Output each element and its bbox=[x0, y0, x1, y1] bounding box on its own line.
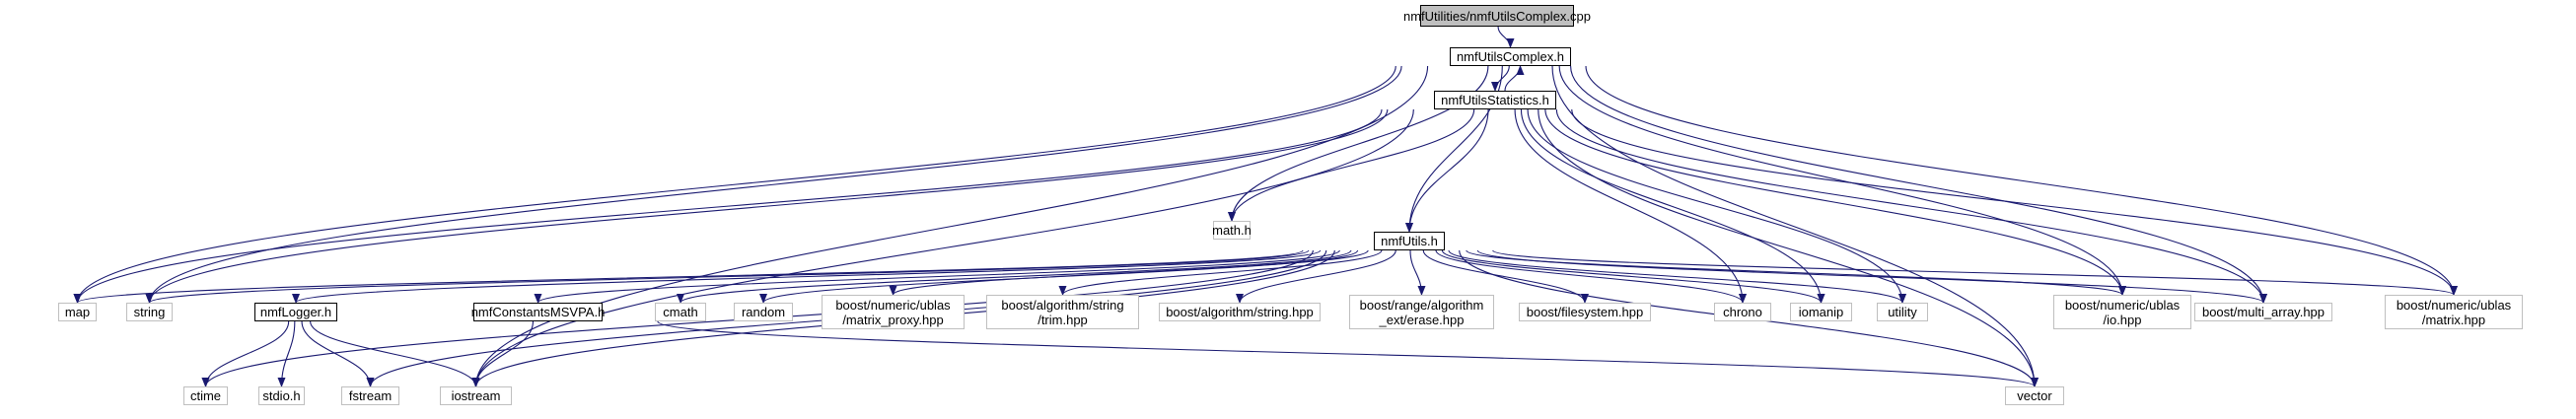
edge-logger_h-to-ctime bbox=[201, 320, 290, 387]
node-nmflogger-h[interactable]: nmfLogger.h bbox=[254, 303, 337, 321]
edge-constants_h-to-vector bbox=[657, 320, 2039, 387]
node-nmfutilsstatistics-h[interactable]: nmfUtilsStatistics.h bbox=[1434, 91, 1556, 109]
node-vector: vector bbox=[2005, 386, 2064, 405]
node-utility: utility bbox=[1877, 303, 1928, 321]
edge-statistics_h-to-string bbox=[145, 108, 1389, 304]
node-boost-ublas-io-hpp: boost/numeric/ublas /io.hpp bbox=[2053, 295, 2191, 329]
node-stdio-h: stdio.h bbox=[258, 386, 305, 405]
node-nmfutilscomplex-h[interactable]: nmfUtilsComplex.h bbox=[1450, 47, 1571, 66]
edge-utils_h-to-map bbox=[73, 249, 1304, 304]
edge-logger_h-to-iostream bbox=[310, 320, 480, 387]
node-cmath: cmath bbox=[655, 303, 706, 321]
edge-complex_h-to-io_hpp bbox=[1558, 65, 2126, 296]
edge-complex_h-to-statistics_h bbox=[1491, 65, 1510, 92]
edge-complex_h-to-iostream bbox=[471, 65, 1429, 387]
edge-statistics_h-to-iostream bbox=[471, 108, 1414, 387]
edge-complex_h-to-math_h bbox=[1228, 65, 1489, 222]
node-boost-filesystem-hpp: boost/filesystem.hpp bbox=[1519, 303, 1651, 321]
node-boost-range-erase-hpp: boost/range/algorithm _ext/erase.hpp bbox=[1349, 295, 1494, 329]
edge-utils_h-to-alg_string bbox=[1236, 249, 1396, 304]
edge-utils_h-to-constants_h bbox=[534, 249, 1340, 304]
edge-utils_h-to-io_hpp bbox=[1466, 249, 2126, 296]
edge-statistics_h-to-vector bbox=[1538, 108, 2039, 387]
node-root-nmfutilscomplex-cpp: nmfUtilities/nmfUtilsComplex.cpp bbox=[1403, 5, 1591, 27]
edge-utils_h-to-cmath bbox=[677, 249, 1352, 304]
node-string: string bbox=[126, 303, 173, 321]
node-map: map bbox=[58, 303, 97, 321]
edge-statistics_h-to-utility bbox=[1527, 108, 1906, 304]
edge-statistics_h-to-matrix_hpp bbox=[1571, 108, 2458, 296]
node-ctime: ctime bbox=[183, 386, 228, 405]
node-boost-multi-array-hpp: boost/multi_array.hpp bbox=[2194, 303, 2332, 321]
edge-statistics_h-to-multi_array bbox=[1555, 108, 2267, 304]
edge-utils_h-to-erase bbox=[1409, 249, 1426, 296]
node-math-h: math.h bbox=[1212, 221, 1252, 240]
node-chrono: chrono bbox=[1714, 303, 1771, 321]
edge-utils_h-to-utility bbox=[1448, 249, 1906, 304]
edge-utils_h-to-filesystem bbox=[1422, 249, 1589, 304]
edge-constants_h-to-iostream bbox=[471, 320, 535, 387]
edge-utils_h-to-multi_array bbox=[1476, 249, 2267, 304]
node-nmfutils-h[interactable]: nmfUtils.h bbox=[1374, 232, 1445, 250]
edge-utils_h-to-chrono bbox=[1435, 249, 1747, 304]
edge-complex_h-to-matrix_hpp bbox=[1585, 65, 2458, 296]
edge-utils_h-to-matrix_hpp bbox=[1492, 249, 2458, 296]
node-random: random bbox=[734, 303, 793, 321]
edge-statistics_h-to-complex_h bbox=[1504, 65, 1525, 92]
edge-utils_h-to-trim bbox=[1058, 249, 1383, 296]
edge-statistics_h-to-io_hpp bbox=[1544, 108, 2126, 296]
node-iostream: iostream bbox=[440, 386, 512, 405]
edge-complex_h-to-map bbox=[73, 65, 1396, 304]
node-boost-ublas-matrix-hpp: boost/numeric/ublas /matrix.hpp bbox=[2385, 295, 2523, 329]
node-boost-algorithm-string-trim-hpp: boost/algorithm/string /trim.hpp bbox=[986, 295, 1139, 329]
edge-statistics_h-to-utils_h bbox=[1405, 108, 1489, 233]
edge-logger_h-to-stdio_h bbox=[277, 320, 296, 387]
edge-complex_h-to-string bbox=[145, 65, 1402, 304]
edge-statistics_h-to-iomanip bbox=[1520, 108, 1825, 304]
edge-logger_h-to-fstream bbox=[301, 320, 375, 387]
edge-root-to-complex_h bbox=[1497, 26, 1515, 48]
edge-complex_h-to-multi_array bbox=[1570, 65, 2267, 304]
edge-statistics_h-to-math_h bbox=[1228, 108, 1475, 222]
node-boost-matrix-proxy-hpp: boost/numeric/ublas /matrix_proxy.hpp bbox=[822, 295, 965, 329]
edge-statistics_h-to-map bbox=[73, 108, 1383, 304]
node-nmfconstantsmsvpa-h[interactable]: nmfConstantsMSVPA.h bbox=[470, 303, 606, 321]
node-boost-algorithm-string-hpp: boost/algorithm/string.hpp bbox=[1159, 303, 1321, 321]
edge-utils_h-to-logger_h bbox=[292, 249, 1322, 304]
node-iomanip: iomanip bbox=[1790, 303, 1852, 321]
node-fstream: fstream bbox=[341, 386, 399, 405]
edge-utils_h-to-string bbox=[145, 249, 1310, 304]
edge-utils_h-to-matrix_proxy bbox=[889, 249, 1369, 296]
edge-utils_h-to-iomanip bbox=[1441, 249, 1825, 304]
